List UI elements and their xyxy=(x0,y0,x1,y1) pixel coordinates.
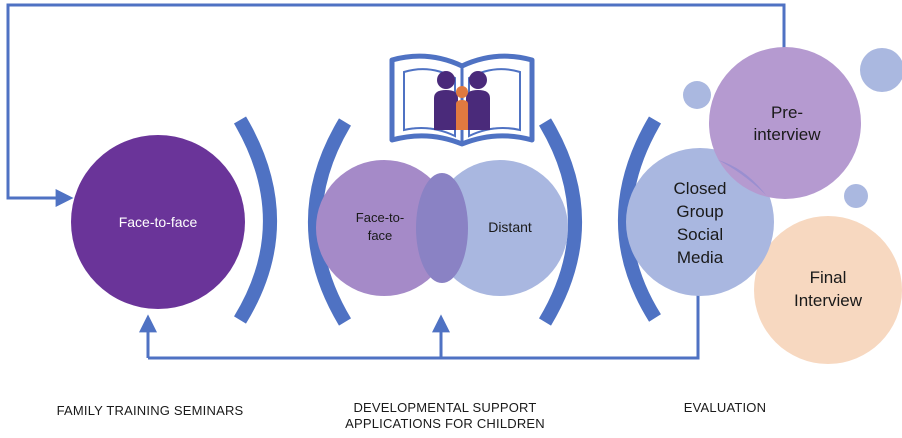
caption-evaluation: EVALUATION xyxy=(683,400,767,415)
final-interview-circle xyxy=(754,216,902,364)
pre-interview-label-2: interview xyxy=(753,125,821,144)
small-bubble-top-right xyxy=(860,48,902,92)
pre-interview-circle xyxy=(709,47,861,199)
support-face-label-1: Face-to- xyxy=(356,210,404,225)
bracket-1 xyxy=(233,116,277,324)
small-bubble-left xyxy=(683,81,711,109)
bracket-2 xyxy=(308,118,352,326)
training-label: Face-to-face xyxy=(119,214,198,230)
caption-support: DEVELOPMENTAL SUPPORT APPLICATIONS FOR C… xyxy=(320,400,570,432)
closed-group-label-4: Media xyxy=(677,248,724,267)
caption-support-line-2: APPLICATIONS FOR CHILDREN xyxy=(345,416,545,431)
small-bubble-mid-right xyxy=(844,184,868,208)
support-distant-circle xyxy=(432,160,568,296)
closed-group-circle xyxy=(626,148,774,296)
bracket-3 xyxy=(538,118,582,326)
final-interview-label-2: Interview xyxy=(794,291,863,310)
support-face-label-2: face xyxy=(368,228,393,243)
bottom-return-line xyxy=(148,290,700,360)
closed-group-label-1: Closed xyxy=(674,179,727,198)
caption-support-line-1: DEVELOPMENTAL SUPPORT xyxy=(353,400,537,415)
bracket-4 xyxy=(618,116,662,322)
training-circle xyxy=(71,135,245,309)
top-feedback-arrow xyxy=(6,3,786,207)
pre-interview-label-1: Pre- xyxy=(771,103,803,122)
caption-training: FAMILY TRAINING SEMINARS xyxy=(56,403,244,418)
support-distant-label: Distant xyxy=(488,219,532,235)
support-overlap-fill xyxy=(416,173,468,283)
final-interview-label-1: Final xyxy=(810,268,847,287)
open-book-with-people-icon xyxy=(389,53,535,147)
support-face-circle xyxy=(316,160,452,296)
closed-group-label-3: Social xyxy=(677,225,723,244)
closed-group-label-2: Group xyxy=(676,202,723,221)
